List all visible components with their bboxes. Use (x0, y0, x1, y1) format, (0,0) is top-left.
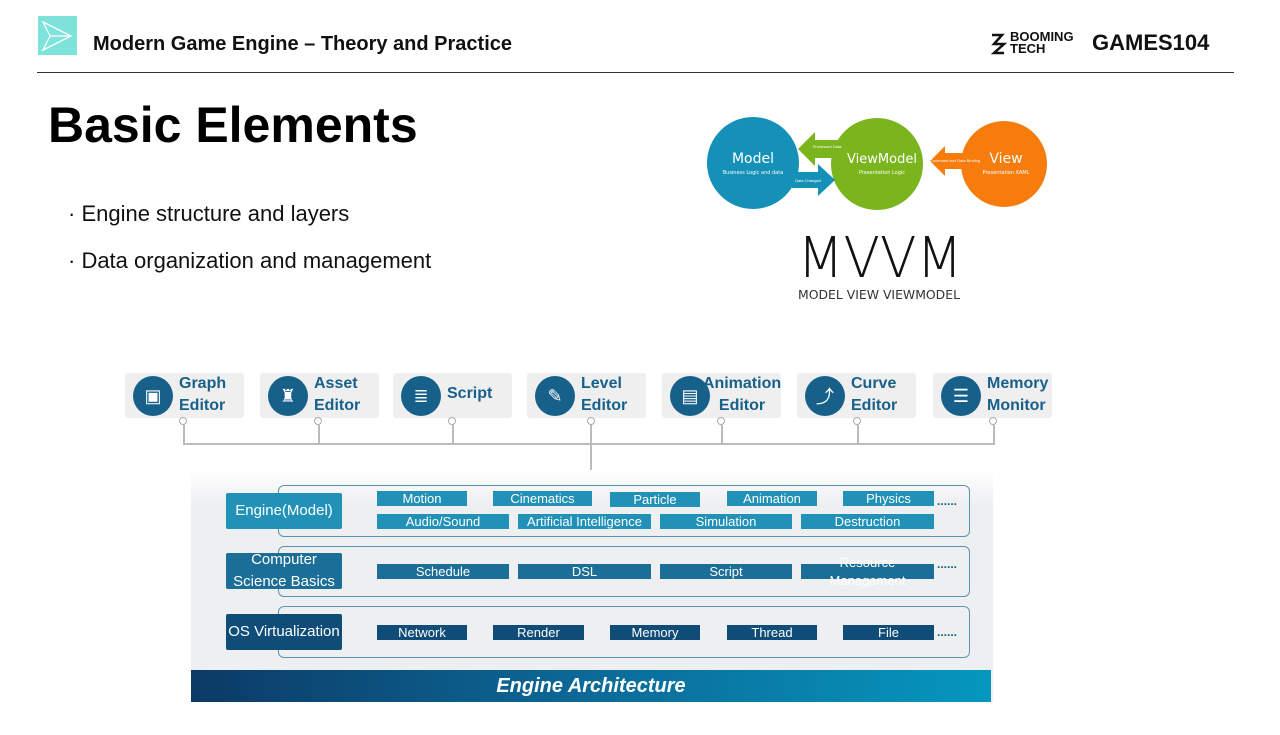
module-chip: Simulation (660, 514, 792, 529)
editor-label: Asset Editor (314, 375, 361, 414)
film-monitor-icon: ▤ (670, 376, 710, 416)
editor-curve: ⤴Curve Editor (797, 373, 916, 418)
editor-label: Script (447, 385, 493, 402)
mvvm-logo: MVVM (798, 226, 963, 291)
module-chip: Script (660, 564, 792, 579)
processed-data-label: Processed Data (813, 144, 842, 149)
processed-data-arrow (798, 132, 840, 166)
module-chip: Network (377, 625, 467, 640)
module-chip: Animation (727, 491, 817, 506)
viewmodel-sublabel: Presentation Logic (859, 170, 905, 176)
editor-label: Memory Monitor (987, 375, 1049, 414)
model-sublabel: Business Logic and data (723, 170, 784, 176)
layer-label-engine: Engine(Model) (226, 493, 342, 529)
command-arrow (930, 146, 968, 176)
viewmodel-label: ViewModel (847, 152, 917, 167)
data-changed-arrow (792, 164, 835, 196)
mvvm-diagram: Model Business Logic and data ViewModel … (707, 117, 1047, 302)
command-label: Command and Data Binding (930, 158, 980, 163)
slide-title: Basic Elements (48, 97, 418, 153)
editor-script: ≣ Script (393, 373, 512, 418)
view-sublabel: Presentation XAML (983, 170, 1030, 176)
data-changed-label: Data Changed (795, 178, 821, 183)
model-circle (707, 117, 799, 209)
module-chip: Physics (843, 491, 934, 506)
module-chip: Resource Management (801, 555, 934, 588)
editor-asset: ♜Asset Editor (260, 373, 379, 418)
more-ellipsis: ...... (937, 494, 958, 508)
editor-label: Graph Editor (179, 375, 227, 414)
connector (318, 425, 320, 445)
connector-bus (183, 443, 995, 445)
editor-label: Animation Editor (702, 375, 782, 414)
editor-level: ✎Level Editor (527, 373, 646, 418)
module-chip: Schedule (377, 564, 509, 579)
connector (721, 425, 723, 445)
connector (590, 425, 592, 470)
server-icon: ☰ (941, 376, 981, 416)
module-chip: Render (493, 625, 584, 640)
more-ellipsis: ...... (937, 557, 958, 571)
architecture-title-bar: Engine Architecture (191, 670, 991, 702)
module-chip: Cinematics (493, 491, 592, 506)
course-title: Modern Game Engine – Theory and Practice (93, 33, 513, 55)
editor-memory: ☰Memory Monitor (933, 373, 1052, 418)
editor-animation: ▤Animation Editor (662, 373, 781, 418)
module-chip: Particle (610, 492, 700, 507)
layer-label-cs-basics: Computer Science Basics (226, 551, 342, 590)
editor-graph: ▣Graph Editor (125, 373, 244, 418)
layer-label-os: OS Virtualization (226, 614, 342, 650)
booming-logo-icon (990, 33, 1008, 55)
model-label: Model (732, 151, 774, 167)
module-chip: Audio/Sound (377, 514, 509, 529)
module-chip: Memory (610, 625, 700, 640)
document-icon: ≣ (401, 376, 441, 416)
image-gallery-icon: ▣ (133, 376, 173, 416)
viewmodel-circle (831, 118, 923, 210)
module-chip: File (843, 625, 934, 640)
view-label: View (989, 151, 1022, 167)
connector (857, 425, 859, 445)
bullet-item: · Engine structure and layers (68, 201, 350, 226)
editor-label: Level Editor (581, 375, 628, 414)
module-chip: Artificial Intelligence (518, 514, 651, 529)
curve-icon: ⤴ (805, 376, 845, 416)
bullet-item: · Data organization and management (68, 248, 432, 273)
paper-plane-icon (41, 20, 73, 52)
engine-architecture: Engine(Model) Computer Science Basics OS… (191, 470, 993, 702)
connector (452, 425, 454, 445)
monitor-pen-icon: ✎ (535, 376, 575, 416)
header-divider (37, 72, 1234, 73)
castle-icon: ♜ (268, 376, 308, 416)
connector (183, 425, 185, 445)
games104-logo: GAMES104 (1092, 30, 1210, 55)
mvvm-logo-subtitle: MODEL VIEW VIEWMODEL (798, 288, 960, 302)
course-logo (38, 16, 77, 55)
module-chip: Motion (377, 491, 467, 506)
editor-label: Curve Editor (851, 375, 898, 414)
module-chip: Thread (727, 625, 817, 640)
module-chip: DSL (518, 564, 651, 579)
module-chip: Destruction (801, 514, 934, 529)
view-circle (961, 121, 1047, 207)
more-ellipsis: ...... (937, 625, 958, 639)
connector (993, 425, 995, 445)
